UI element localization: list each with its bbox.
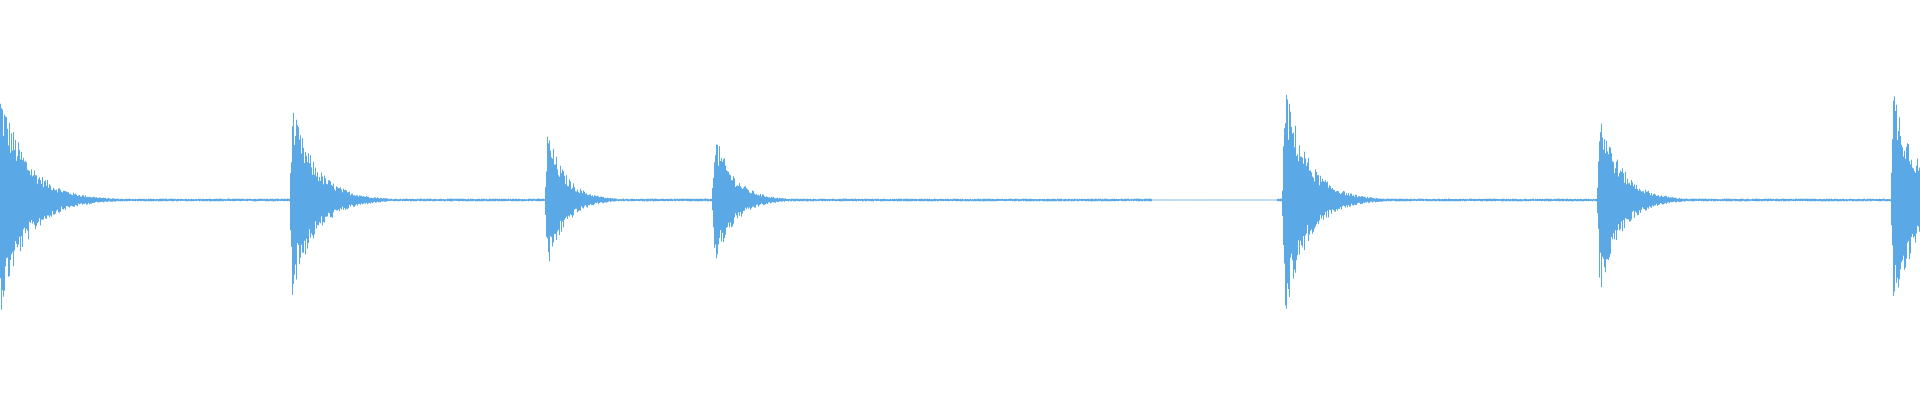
waveform-samples — [0, 94, 1920, 310]
waveform-path — [0, 94, 1920, 310]
